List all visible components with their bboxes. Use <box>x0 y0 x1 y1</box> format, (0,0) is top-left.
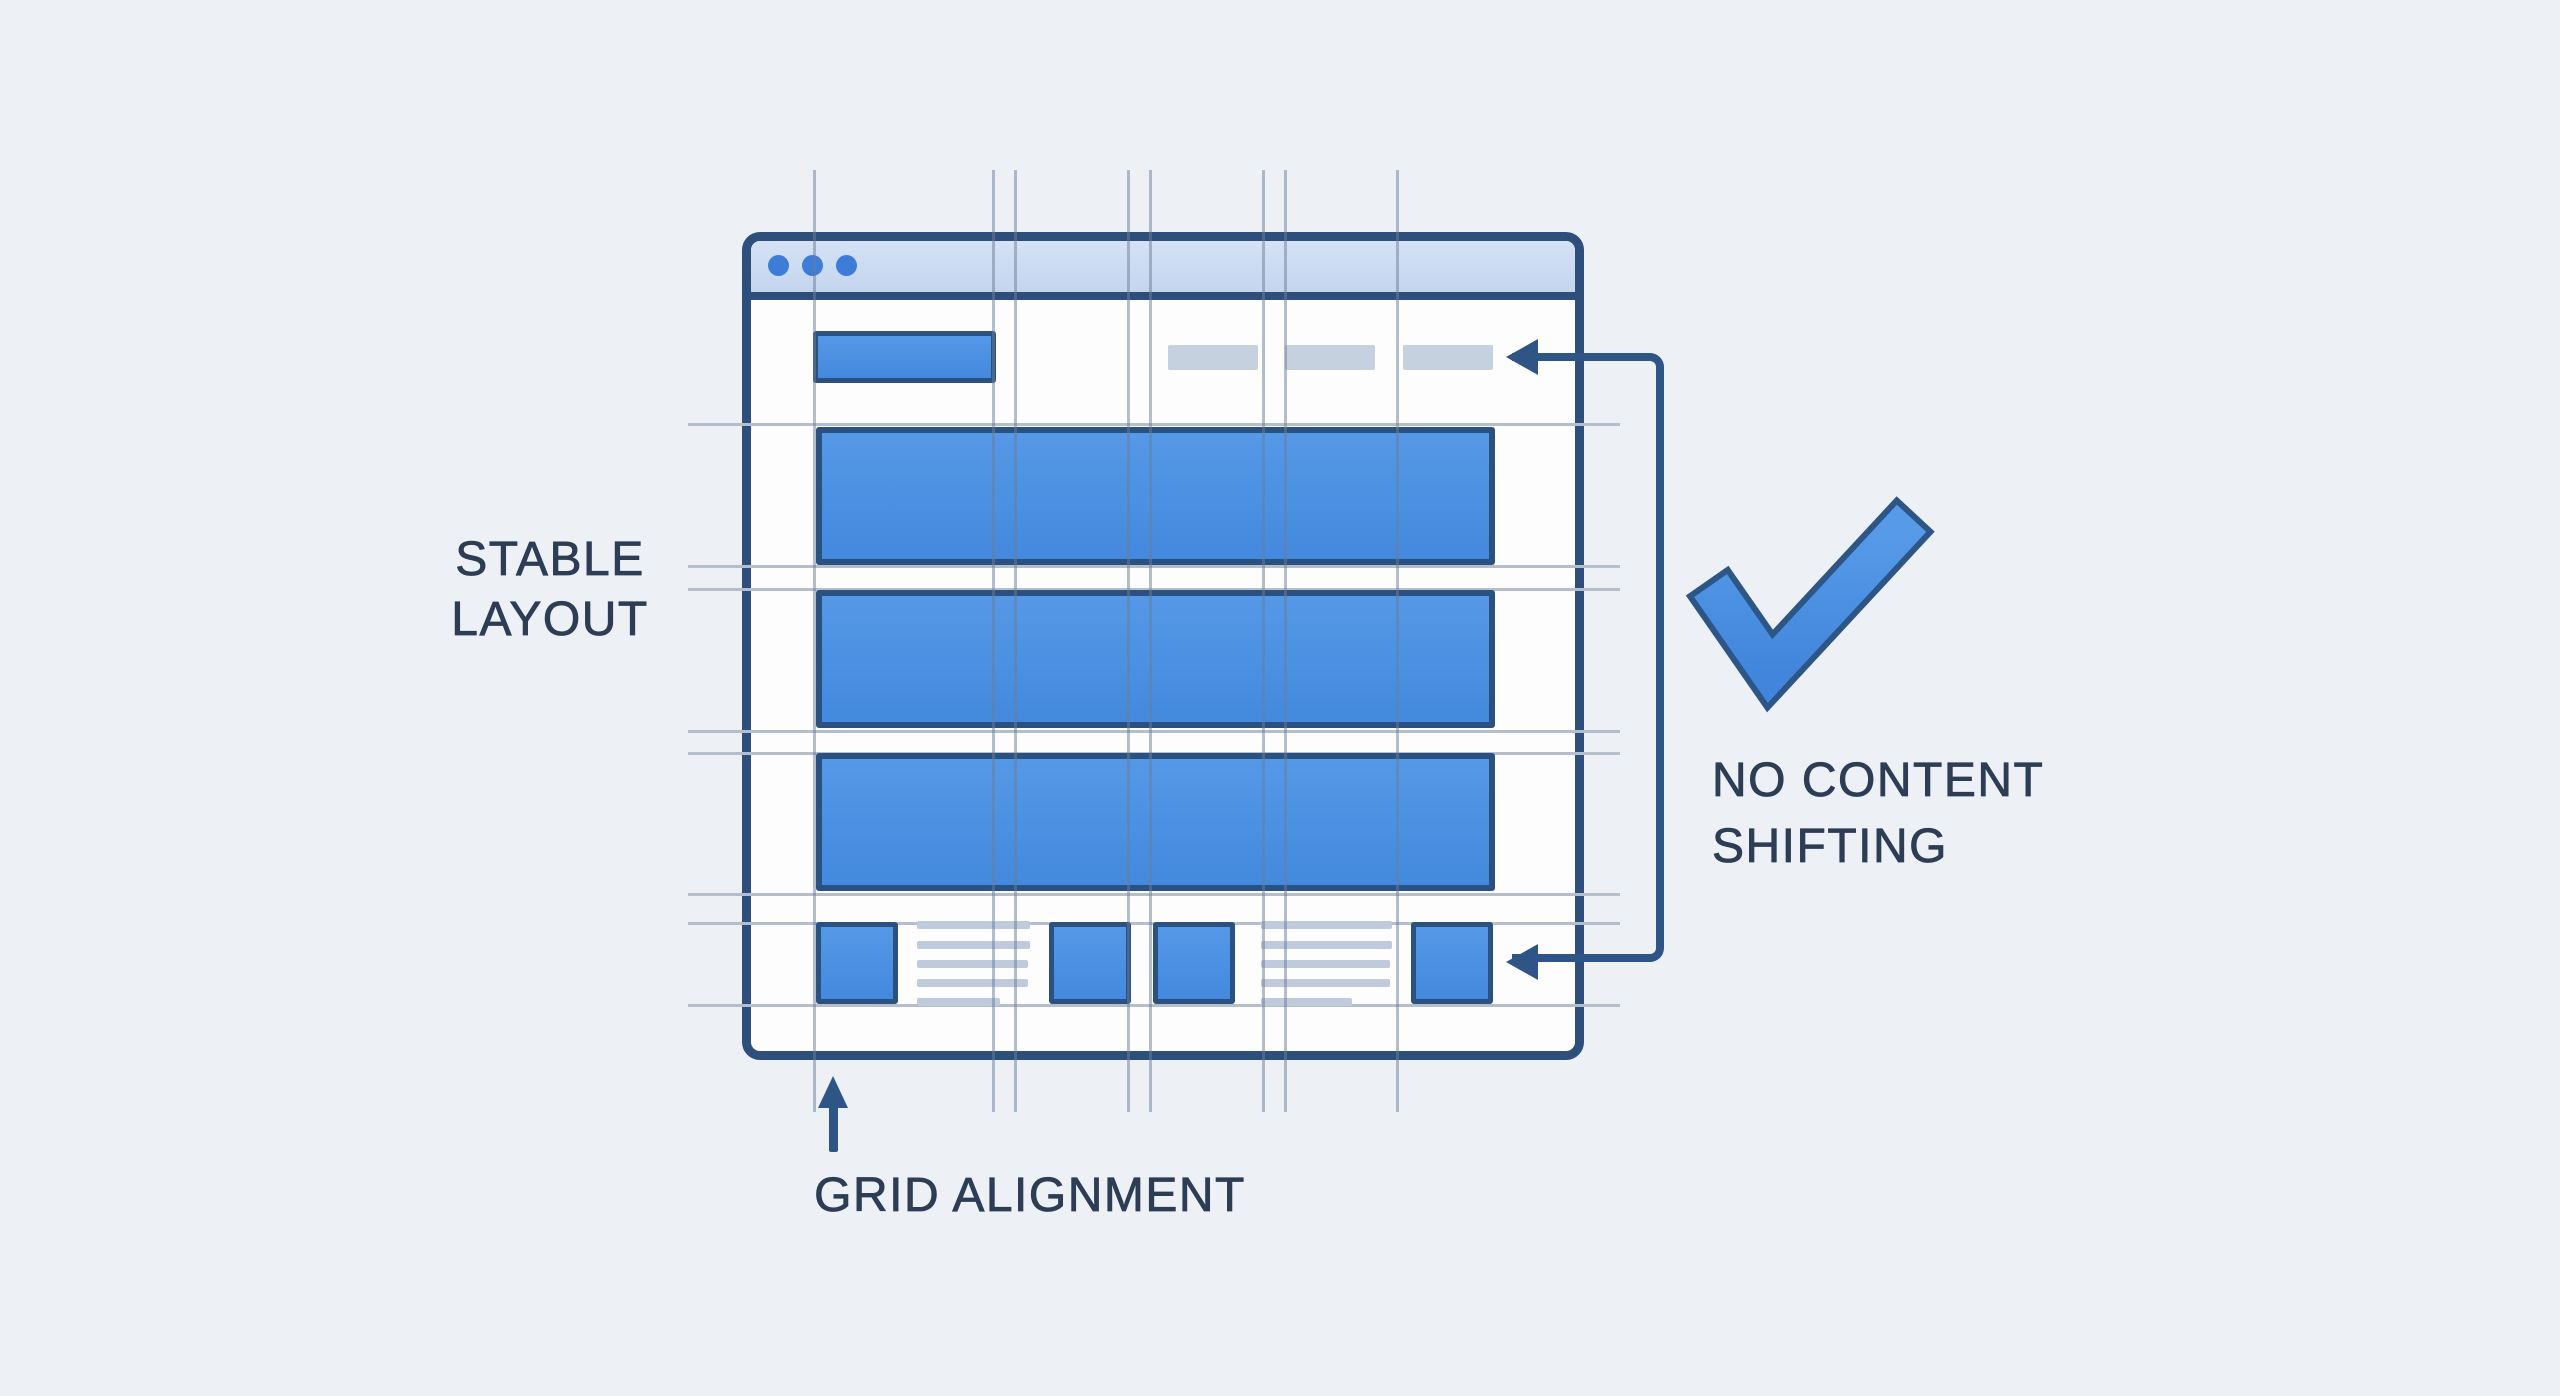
content-row-block <box>816 590 1495 728</box>
arrow-up-icon <box>818 1076 848 1108</box>
grid-line-vertical <box>1262 170 1265 1112</box>
content-row-block <box>816 753 1495 891</box>
footer-square-block <box>1411 922 1493 1004</box>
browser-titlebar <box>751 241 1575 300</box>
window-control-dot-icon <box>802 255 823 276</box>
stable-layout-line1: STABLE <box>455 533 645 587</box>
nav-menu-placeholder <box>1285 345 1375 370</box>
placeholder-text-line <box>1261 921 1392 929</box>
no-content-shifting-line1: NO CONTENT <box>1712 754 2045 808</box>
stable-layout-label: STABLE LAYOUT <box>370 530 730 650</box>
stable-layout-line2: LAYOUT <box>451 593 649 647</box>
grid-line-horizontal <box>688 423 1620 426</box>
footer-square-block <box>1049 922 1131 1004</box>
no-content-shifting-line2: SHIFTING <box>1712 820 1948 874</box>
nav-menu-placeholder <box>1403 345 1493 370</box>
grid-line-vertical <box>1284 170 1287 1112</box>
placeholder-text-line <box>917 960 1028 968</box>
check-icon <box>1685 496 1935 713</box>
nav-menu-placeholder <box>1168 345 1258 370</box>
grid-line-vertical <box>1149 170 1152 1112</box>
arrow-left-icon <box>1506 944 1538 980</box>
placeholder-text-line <box>917 921 1030 929</box>
grid-line-horizontal <box>688 893 1620 896</box>
grid-line-vertical <box>992 170 995 1112</box>
placeholder-text-line <box>1261 941 1392 949</box>
no-content-shifting-label: NO CONTENT SHIFTING <box>1712 748 2312 880</box>
grid-line-vertical <box>1396 170 1399 1112</box>
placeholder-text-line <box>1261 960 1390 968</box>
window-control-dot-icon <box>836 255 857 276</box>
grid-line-horizontal <box>688 730 1620 733</box>
placeholder-text-line <box>1261 998 1352 1006</box>
callout-connector-line <box>1512 353 1664 962</box>
grid-alignment-label: GRID ALIGNMENT <box>814 1169 1246 1223</box>
placeholder-text-line <box>1261 979 1390 987</box>
placeholder-text-line <box>917 979 1028 987</box>
window-control-dot-icon <box>768 255 789 276</box>
footer-square-block <box>1153 922 1235 1004</box>
grid-line-vertical <box>1014 170 1017 1112</box>
footer-square-block <box>816 922 898 1004</box>
placeholder-text-line <box>917 998 1000 1006</box>
grid-line-vertical <box>1127 170 1130 1112</box>
grid-line-horizontal <box>688 1004 1620 1007</box>
arrow-left-icon <box>1506 339 1538 375</box>
logo-placeholder-block <box>813 331 996 383</box>
placeholder-text-line <box>917 941 1030 949</box>
arrow-up-shaft <box>829 1104 838 1152</box>
content-row-block <box>816 427 1495 565</box>
grid-line-horizontal <box>688 565 1620 568</box>
grid-line-horizontal <box>688 588 1620 591</box>
grid-line-vertical <box>813 170 816 1112</box>
